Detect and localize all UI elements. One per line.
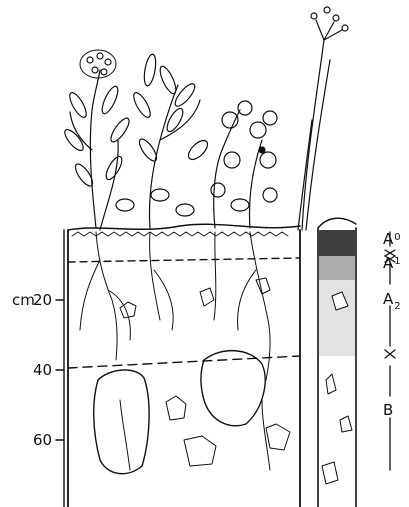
depth-tick-label: 20: [33, 291, 52, 309]
horizon-label-a2: A2: [383, 290, 401, 312]
horizon-label-b: B: [383, 401, 393, 419]
profile-column: [318, 218, 356, 507]
vegetation: [62, 7, 348, 230]
horizon-label-a0: A0: [383, 230, 401, 248]
soil-block: [68, 224, 300, 507]
horizon-label-a1: A1: [383, 254, 401, 272]
depth-scale: [56, 230, 64, 507]
depth-tick-label: 60: [33, 431, 52, 449]
depth-tick-label: 40: [33, 361, 52, 379]
depth-unit-label: cm: [12, 291, 35, 309]
